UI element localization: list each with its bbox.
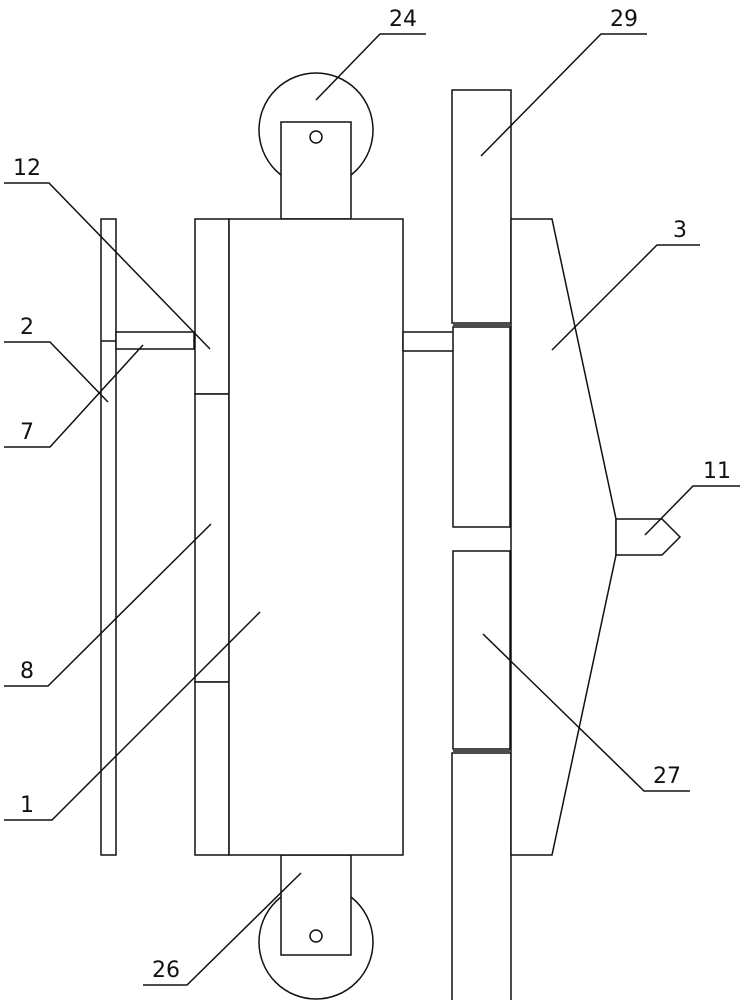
leader-lines [4,33,740,986]
strip-middle-segment [194,393,230,683]
right-plate-upper-middle [452,326,511,528]
label-8: 8 [20,659,34,684]
right-plate-lower-middle [452,550,511,750]
label-29: 29 [610,7,638,32]
leader-1 [4,611,261,821]
leader-2 [4,341,109,403]
bottom-wheel-axle [309,929,323,943]
strip-upper-segment [194,218,230,395]
strip-lower-segment [194,681,230,856]
right-plate-bottom [451,752,512,1000]
leader-3 [551,244,700,351]
leader-26 [143,872,302,986]
main-body [228,218,404,856]
top-wheel-axle [309,130,323,144]
top-wheel-assembly [258,72,374,220]
left-side-strip [194,218,230,856]
label-2: 2 [20,315,34,340]
leader-24 [315,33,426,101]
leader-7 [4,344,144,448]
right-plate-top [451,89,512,324]
leader-8 [4,523,212,687]
label-3: 3 [673,218,687,243]
leader-29 [480,33,647,157]
left-connecting-rod [115,331,195,350]
label-26: 26 [152,958,180,983]
label-12: 12 [13,156,41,181]
leader-27 [482,633,690,792]
label-27: 27 [653,764,681,789]
label-24: 24 [389,7,417,32]
bottom-wheel-assembly [258,854,374,1000]
nozzle [615,518,682,556]
leader-12 [4,182,211,350]
right-frame [510,218,617,856]
leader-11 [644,485,740,536]
left-plate [100,218,117,856]
right-plates [451,89,512,1000]
label-11: 11 [703,459,731,484]
label-1: 1 [20,793,34,818]
label-7: 7 [20,420,34,445]
reference-numerals: 24 29 12 3 2 7 11 8 27 1 26 [13,7,731,983]
